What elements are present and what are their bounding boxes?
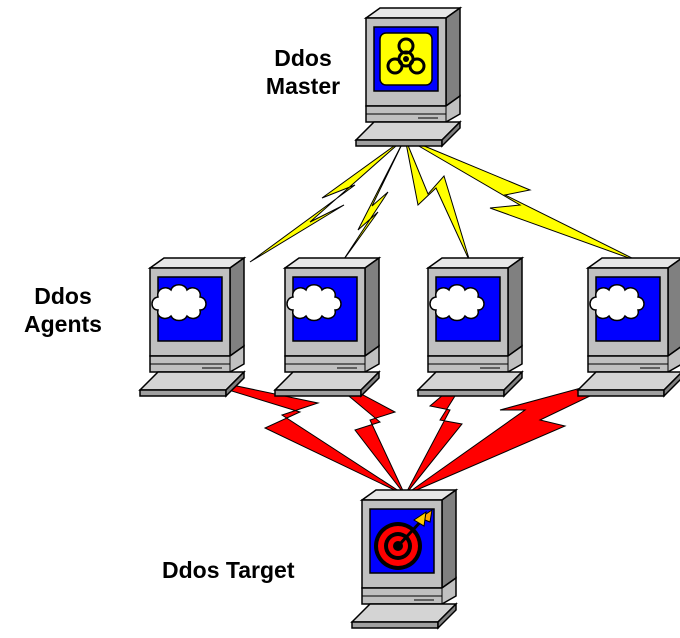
agent-computer-3 [417,257,523,397]
agents-label-line-2: Agents [24,311,102,337]
agent-target-links [169,371,641,496]
yellow-bolt-1 [249,137,406,263]
master-label-line-1: Ddos [274,45,332,71]
cloud-icon [429,284,485,322]
target-computer [351,489,457,629]
master-agent-links [249,137,641,263]
agent-computer-4 [577,257,680,397]
agent-computer-2 [274,257,380,397]
cloud-icon [286,284,342,322]
target-label: Ddos Target [162,556,362,584]
agents-label: Ddos Agents [8,282,118,338]
yellow-bolt-2 [341,137,406,263]
cloud-icon [589,284,645,322]
master-label-line-2: Master [265,73,341,99]
master-label: Ddos Master [248,44,358,100]
cloud-icon [151,284,207,322]
master-computer [355,7,461,147]
biohazard-icon [379,32,433,86]
agents-label-line-1: Ddos [34,283,92,309]
target-dart-icon [374,508,433,570]
yellow-bolt-4 [404,137,641,263]
agent-computer-1 [139,257,245,397]
target-label-text: Ddos Target [162,557,295,583]
